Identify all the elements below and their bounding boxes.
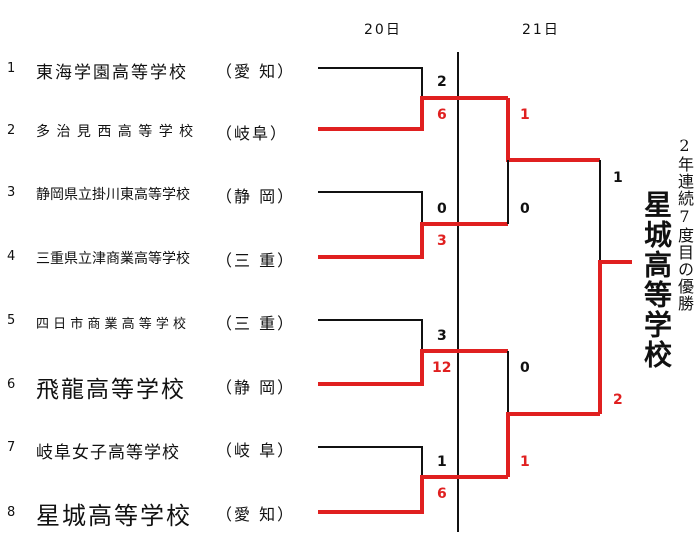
bracket-line-team-1 <box>318 67 423 98</box>
team-pref-5: （三 重） <box>216 314 296 333</box>
seed-number-5: 5 <box>7 313 16 328</box>
team-name-1: 東海学園高等学校 <box>36 63 188 83</box>
team-name-8: 星城高等学校 <box>36 502 192 530</box>
score-semifinal-a-top: 1 <box>520 107 530 123</box>
bracket-line-team-8-win <box>318 475 508 514</box>
team-pref-8: （愛 知） <box>216 505 296 524</box>
score-match1-top: 2 <box>437 74 447 90</box>
team-pref-3: （静 岡） <box>216 187 296 206</box>
day-header-20: 20日 <box>364 22 402 38</box>
score-match3-bottom: 12 <box>432 360 452 376</box>
bracket-line-team-4-win <box>318 222 508 259</box>
seed-number-2: 2 <box>7 123 16 138</box>
semifinal-b-win-line <box>506 412 600 477</box>
champion-name: 星城高等学校 <box>640 190 673 370</box>
bracket-line-team-5 <box>318 319 423 351</box>
team-name-7: 岐阜女子高等学校 <box>36 443 180 463</box>
seed-number-8: 8 <box>7 505 16 520</box>
team-name-2: 多 治 見 西 高 等 学 校 <box>36 124 195 140</box>
team-name-3: 静岡県立掛川東高等学校 <box>36 187 190 203</box>
score-match4-top: 1 <box>437 454 447 470</box>
day-header-21: 21日 <box>522 22 560 38</box>
seed-number-3: 3 <box>7 185 16 200</box>
team-pref-6: （静 岡） <box>216 378 296 397</box>
team-name-5: 四 日 市 商 業 高 等 学 校 <box>36 317 187 332</box>
seed-number-4: 4 <box>7 249 16 264</box>
score-semifinal-a-bottom: 0 <box>520 201 530 217</box>
score-match2-top: 0 <box>437 201 447 217</box>
final-win-line <box>598 260 632 414</box>
seed-number-6: 6 <box>7 377 16 392</box>
score-semifinal-b-top: 0 <box>520 360 530 376</box>
seed-number-7: 7 <box>7 440 16 455</box>
bracket-line-team-7 <box>318 446 423 477</box>
seed-number-1: 1 <box>7 61 16 76</box>
bracket-line-team-3 <box>318 191 423 224</box>
champion-note: 2年連続7度目の優勝 <box>675 136 694 312</box>
bracket-line-team-6-win <box>318 349 508 386</box>
score-final-top: 1 <box>613 170 623 186</box>
team-pref-2: （岐阜） <box>216 124 289 143</box>
score-match4-bottom: 6 <box>437 486 447 502</box>
score-semifinal-b-bottom: 1 <box>520 454 530 470</box>
score-match3-top: 3 <box>437 328 447 344</box>
bracket-line-team-2-win <box>318 96 508 131</box>
team-pref-7: （岐 阜） <box>216 441 296 460</box>
score-match2-bottom: 3 <box>437 233 447 249</box>
team-name-4: 三重県立津商業高等学校 <box>36 251 190 267</box>
team-pref-1: （愛 知） <box>216 62 296 81</box>
team-pref-4: （三 重） <box>216 251 296 270</box>
score-final-bottom: 2 <box>613 392 623 408</box>
team-name-6: 飛龍高等学校 <box>36 377 186 403</box>
score-match1-bottom: 6 <box>437 107 447 123</box>
